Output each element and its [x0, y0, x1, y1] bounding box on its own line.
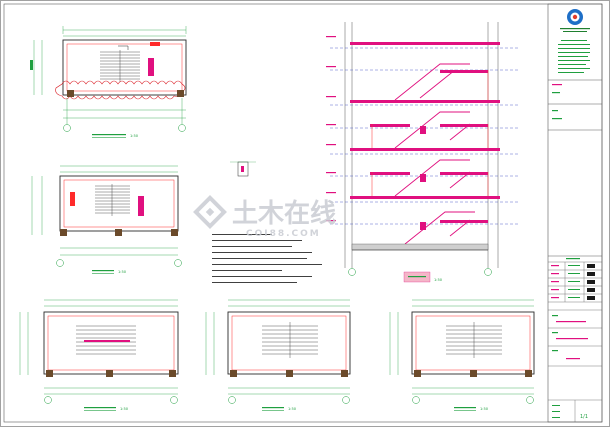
title-block: 1/1 [547, 3, 603, 423]
plan-top-left-scale: 1:50 [130, 134, 139, 138]
watermark: 土木在线 COI88.COM [193, 195, 336, 239]
plan-mid-left-scale: 1:50 [118, 270, 127, 274]
stair-plan-bottom-3: 1:50 [389, 299, 535, 411]
watermark-cn: 土木在线 [232, 199, 336, 229]
company-logo [560, 9, 590, 32]
stair-section: 1:50 [326, 22, 520, 283]
plan-bottom-3-scale: 1:50 [480, 407, 489, 411]
plan-bottom-1-scale: 1:50 [120, 407, 129, 411]
stair-plan-mid-left: 1:50 [31, 165, 182, 274]
drawing-number: 1/1 [580, 414, 588, 420]
stair-plan-bottom-1: 1:50 [19, 299, 179, 411]
plan-bottom-2-scale: 1:50 [288, 407, 297, 411]
section-scale: 1:50 [434, 278, 443, 282]
title-block-notes [558, 40, 590, 73]
signature-table [548, 261, 602, 303]
ground-hatch [351, 243, 489, 251]
stair-plan-bottom-2: 1:50 [205, 299, 351, 411]
stair-plan-top-left: 1:50 [30, 26, 187, 138]
watermark-en: COI88.COM [246, 229, 321, 239]
detail-and-notes [212, 161, 322, 283]
